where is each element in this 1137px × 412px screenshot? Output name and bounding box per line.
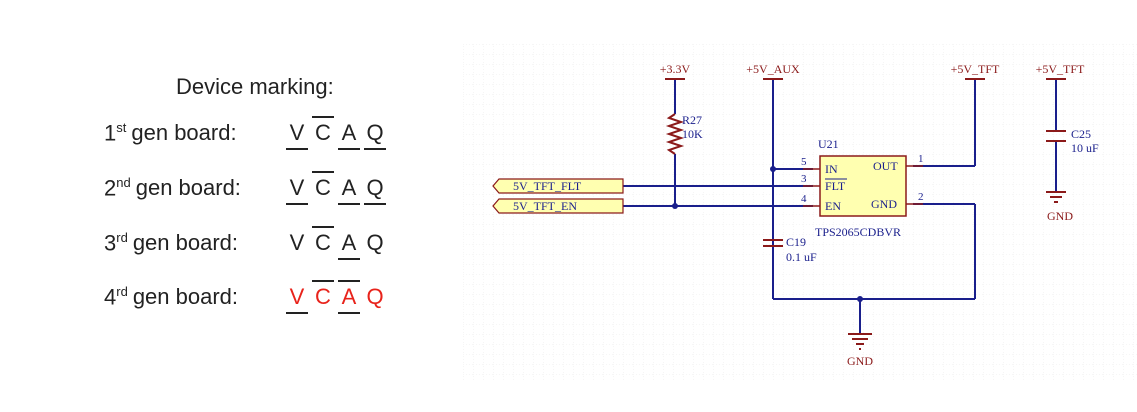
net-label-flt: 5V_TFT_FLT — [492, 178, 624, 194]
power-label-5v-aux: +5V_AUX — [746, 62, 800, 76]
u21-pin-out: OUT — [873, 159, 898, 173]
marking-char: Q — [362, 175, 388, 205]
u21-pin-flt: FLT — [825, 179, 846, 193]
r27-value: 10K — [682, 127, 703, 141]
c25-capacitor — [1046, 130, 1066, 142]
c19-ref: C19 — [786, 235, 806, 249]
power-label-5v-tft-1: +5V_TFT — [951, 62, 1000, 76]
u21-chip — [819, 155, 907, 217]
u21-pin-en: EN — [825, 199, 841, 213]
marking-char: Q — [366, 230, 384, 255]
gnd-label-1: GND — [1047, 209, 1073, 223]
net-label-en: 5V_TFT_EN — [492, 198, 624, 214]
u21-pin-gnd: GND — [871, 197, 897, 211]
marking-char: Q — [362, 120, 388, 150]
marking-char: C — [310, 171, 336, 201]
marking-char: C — [310, 226, 336, 256]
c19-value: 0.1 uF — [786, 250, 817, 264]
u21-ref: U21 — [818, 137, 839, 151]
c25-value: 10 uF — [1071, 141, 1099, 155]
marking-char: Q — [366, 284, 384, 309]
u21-pin-in: IN — [825, 162, 838, 176]
marking-char: C — [310, 116, 336, 146]
marking-char: A — [336, 230, 362, 260]
marking-char: C — [310, 280, 336, 310]
c19-capacitor — [763, 239, 783, 247]
marking-char: V — [284, 284, 310, 314]
schematic-diagram: +3.3V +5V_AUX +5V_TFT +5V_TFT R27 10K 5V… — [463, 44, 1137, 380]
marking-char: A — [336, 175, 362, 205]
u21-pin-num-en: 4 — [801, 193, 807, 205]
power-label-5v-tft-2: +5V_TFT — [1036, 62, 1085, 76]
u21-pin-num-flt: 3 — [801, 173, 807, 185]
marking-char: V — [289, 230, 305, 255]
ground-symbol-main — [848, 333, 872, 350]
wires — [623, 79, 1057, 334]
u21-pin-num-gnd: 2 — [918, 191, 924, 203]
marking-char: V — [284, 175, 310, 205]
r27-ref: R27 — [682, 113, 702, 127]
svg-text:5V_TFT_FLT: 5V_TFT_FLT — [513, 179, 582, 193]
gnd-label-2: GND — [847, 354, 873, 368]
device-marking-title: Device marking: — [176, 74, 334, 99]
ground-symbol-c25 — [1046, 191, 1066, 203]
r27-resistor — [665, 113, 685, 155]
svg-text:5V_TFT_EN: 5V_TFT_EN — [513, 199, 577, 213]
power-label-3v3: +3.3V — [660, 62, 691, 76]
marking-char: V — [284, 120, 310, 150]
u21-pin-num-out: 1 — [918, 153, 924, 165]
u21-part: TPS2065CDBVR — [815, 225, 901, 239]
marking-char: A — [336, 280, 362, 314]
junction-dots — [672, 166, 863, 302]
c25-ref: C25 — [1071, 127, 1091, 141]
u21-pins — [803, 165, 923, 207]
marking-char: A — [336, 120, 362, 150]
u21-pin-num-in: 5 — [801, 156, 807, 168]
